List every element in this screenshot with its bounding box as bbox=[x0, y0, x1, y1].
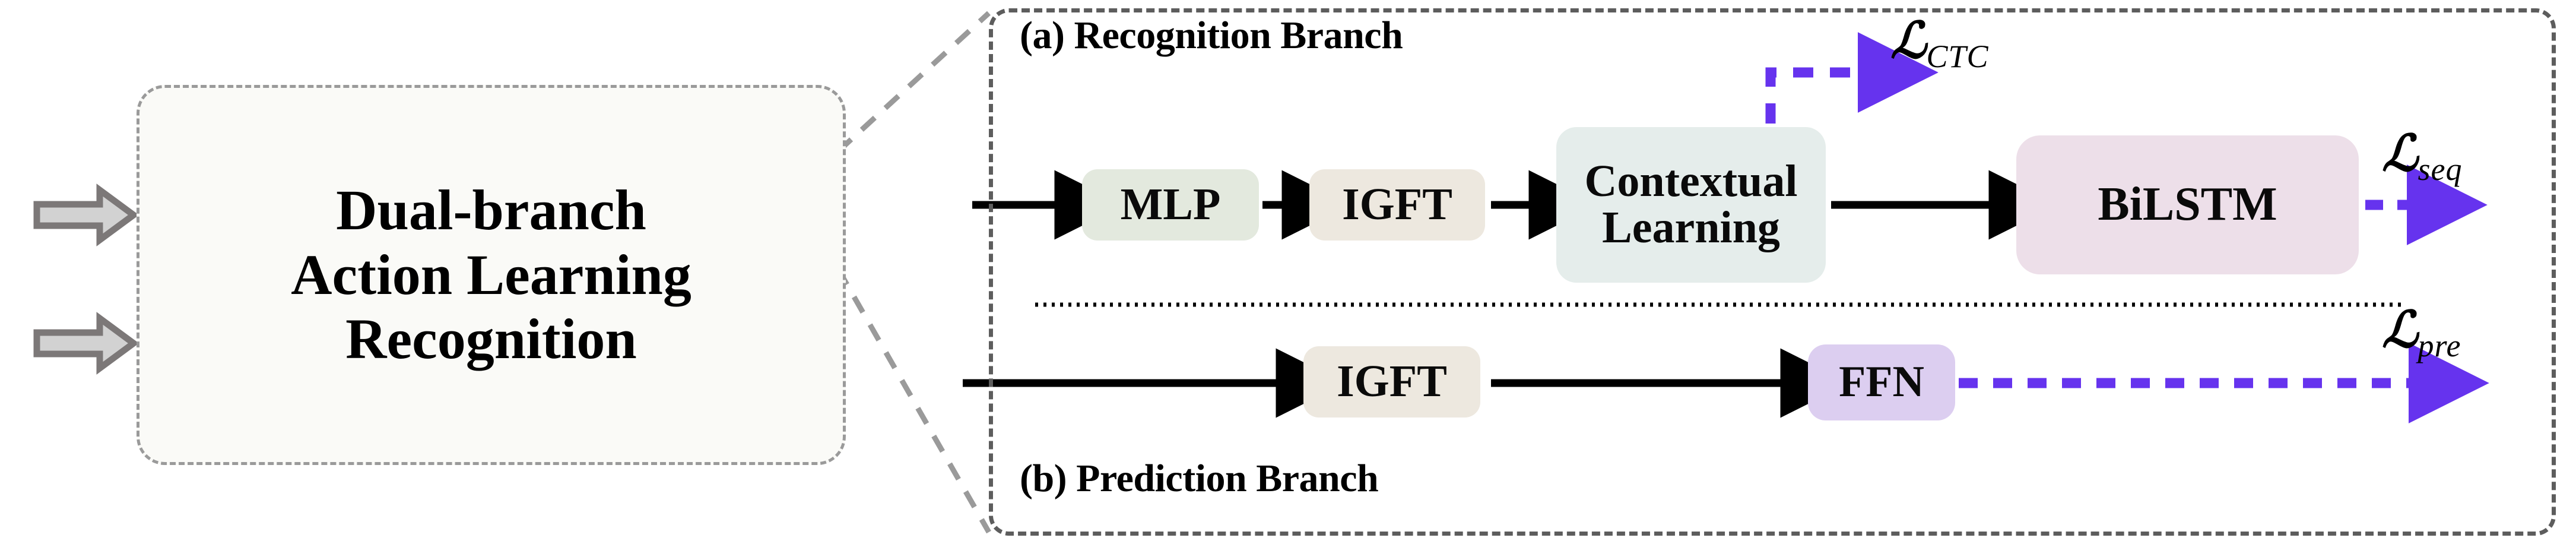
overview-title-line-2: Action Learning bbox=[291, 242, 691, 306]
block-contextual-learning-line-2: Learning bbox=[1602, 203, 1780, 252]
loss-subscript-pre: pre bbox=[2418, 328, 2461, 364]
branch-b-title: (b) Prediction Branch bbox=[1020, 457, 1379, 500]
block-bilstm[interactable]: BiLSTM bbox=[2016, 135, 2359, 274]
loss-symbol-ctc: ℒ bbox=[1890, 11, 1927, 69]
loss-symbol-seq: ℒ bbox=[2382, 124, 2418, 182]
overview-module-box[interactable]: Dual-branch Action Learning Recognition bbox=[137, 85, 846, 465]
block-contextual-learning[interactable]: Contextual Learning bbox=[1556, 127, 1826, 283]
loss-label-pre: ℒpre bbox=[2382, 300, 2461, 364]
loss-arrow-ctc bbox=[1765, 32, 1939, 124]
block-igft-prediction[interactable]: IGFT bbox=[1303, 346, 1480, 418]
loss-subscript-seq: seq bbox=[2418, 151, 2463, 188]
overview-title-line-3: Recognition bbox=[345, 307, 637, 371]
loss-label-ctc: ℒCTC bbox=[1890, 11, 1989, 75]
block-mlp[interactable]: MLP bbox=[1082, 169, 1259, 241]
block-igft-recognition[interactable]: IGFT bbox=[1309, 169, 1485, 241]
block-contextual-learning-line-1: Contextual bbox=[1584, 156, 1798, 207]
loss-symbol-pre: ℒ bbox=[2382, 300, 2418, 359]
input-arrow-top bbox=[33, 184, 139, 246]
input-arrow-bottom bbox=[33, 312, 139, 375]
expansion-connectors bbox=[836, 11, 991, 534]
loss-subscript-ctc: CTC bbox=[1926, 39, 1989, 75]
loss-label-seq: ℒseq bbox=[2382, 124, 2462, 188]
branch-a-title: (a) Recognition Branch bbox=[1020, 14, 1403, 57]
block-ffn[interactable]: FFN bbox=[1808, 344, 1955, 420]
overview-title-line-1: Dual-branch bbox=[336, 178, 646, 242]
branches-panel bbox=[989, 8, 2556, 536]
